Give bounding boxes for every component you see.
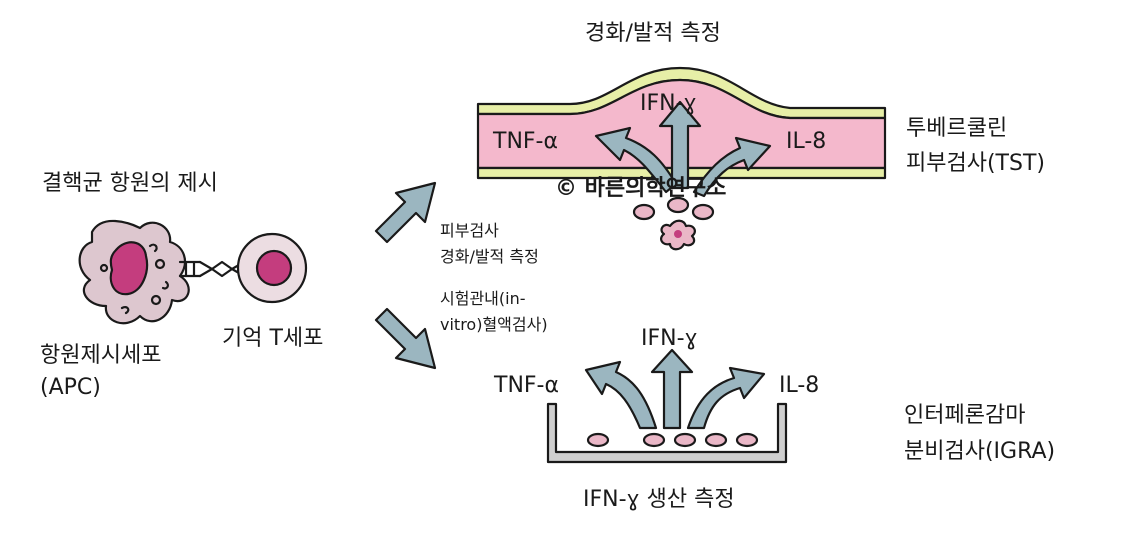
tst-name-line1: 투베르쿨린 — [906, 116, 1007, 141]
igra-arrow-left — [584, 360, 658, 430]
arrow-to-skin-test — [374, 181, 437, 244]
apc-label-line2: (APC) — [40, 375, 101, 400]
igra-blood-cells — [586, 432, 759, 448]
antigen-presentation-title: 결핵균 항원의 제시 — [42, 171, 218, 196]
skin-test-arrow-label-line1: 피부검사 — [440, 221, 499, 240]
apc-label-line1: 항원제시세포 — [40, 343, 161, 368]
tst-cytokine-arrows — [594, 100, 772, 198]
memory-t-cell-label: 기억 T세포 — [222, 326, 323, 351]
tst-top-title: 경화/발적 측정 — [585, 21, 721, 46]
blood-test-arrow-label-line2: vitro)혈액검사) — [440, 315, 548, 334]
tst-tnf-label: TNF-α — [492, 129, 558, 154]
t-cell-nucleus — [255, 249, 293, 287]
igra-cytokine-arrows — [584, 348, 766, 430]
tst-arrow-right — [692, 136, 772, 198]
tst-il8-label: IL-8 — [786, 129, 826, 154]
igra-bottom-title: IFN-ɣ 생산 측정 — [583, 487, 735, 512]
tst-immune-cells — [632, 196, 715, 251]
memory-t-cell — [236, 232, 308, 304]
igra-arrow-right — [686, 366, 766, 430]
igra-tnf-label: TNF-α — [493, 373, 559, 398]
culture-dish — [546, 402, 788, 464]
arrow-to-blood-test — [374, 307, 437, 370]
tst-arrow-center — [658, 100, 702, 190]
igra-ifn-label: IFN-ɣ — [641, 326, 698, 351]
apc-cell — [78, 219, 190, 325]
apc-nucleus — [109, 241, 149, 296]
tst-ifn-label: IFN-ɣ — [640, 91, 697, 116]
tst-name-line2: 피부검사(TST) — [906, 151, 1045, 176]
watermark: © 바른의학연구소 — [555, 176, 726, 201]
blood-test-arrow-label-line1: 시험관내(in- — [440, 289, 525, 308]
tst-arrow-left — [594, 126, 678, 194]
igra-name-line1: 인터페론감마 — [904, 403, 1025, 428]
igra-arrow-center — [650, 348, 694, 430]
igra-il8-label: IL-8 — [779, 373, 819, 398]
skin-test-arrow-label-line2: 경화/발적 측정 — [440, 247, 539, 266]
igra-name-line2: 분비검사(IGRA) — [904, 439, 1055, 464]
